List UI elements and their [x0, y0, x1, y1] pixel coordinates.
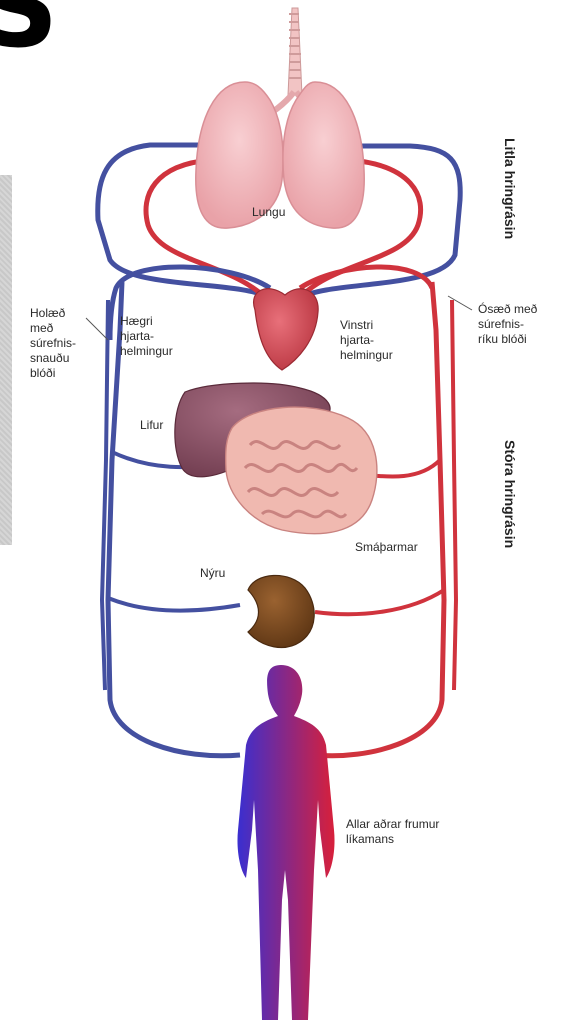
kidney-vein-branch — [108, 598, 240, 611]
label-artery-note: Ósæð með súrefnis- ríku blóði — [478, 302, 537, 347]
heart — [254, 289, 319, 370]
label-vein-note: Holæð með súrefnis- snauðu blóði — [30, 306, 76, 381]
label-pulmonary-circuit: Litla hringrásin — [502, 138, 518, 239]
kidney — [248, 575, 314, 647]
label-small-intestine: Smáþarmar — [355, 540, 418, 555]
kidney-artery-branch — [315, 590, 444, 614]
label-liver: Lifur — [140, 418, 163, 433]
systemic-artery-trunk-2 — [452, 300, 456, 690]
right-lung — [283, 82, 364, 228]
label-left-heart: Vinstri hjarta- helmingur — [340, 318, 393, 363]
vein-label-leader — [86, 318, 108, 340]
label-right-heart: Hægri hjarta- helmingur — [120, 314, 173, 359]
label-lungs: Lungu — [252, 205, 285, 220]
label-kidney: Nýru — [200, 566, 225, 581]
label-body-cells: Allar aðrar frumur líkamans — [346, 817, 439, 847]
human-figure — [237, 665, 334, 1020]
label-systemic-circuit: Stóra hringrásin — [502, 440, 518, 548]
